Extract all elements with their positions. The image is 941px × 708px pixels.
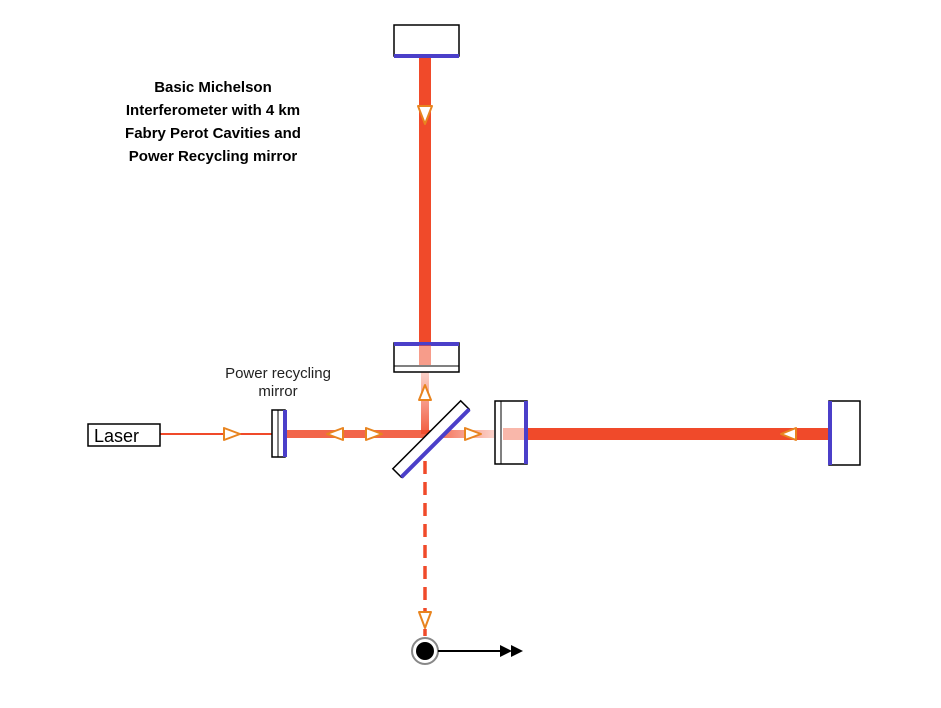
recycling-cavity-beam bbox=[286, 430, 426, 438]
arrow-recycle-right-icon bbox=[365, 427, 383, 441]
arrow-east-arm-left-icon bbox=[780, 427, 797, 441]
arrow-laser-right-icon bbox=[223, 427, 241, 441]
arrow-recycle-left-icon bbox=[326, 427, 344, 441]
east-arm-beam bbox=[526, 428, 829, 440]
pr-label-line-1: Power recycling bbox=[225, 365, 331, 382]
pr-label-line-2: mirror bbox=[258, 383, 298, 400]
arrow-north-arm-down-icon bbox=[417, 105, 433, 125]
north-arm-beam bbox=[419, 57, 431, 344]
title-line-2: Interferometer with 4 km bbox=[125, 102, 301, 119]
east-input-test-mass bbox=[494, 400, 528, 465]
east-end-test-mass bbox=[828, 400, 861, 466]
laser-label: Laser bbox=[94, 426, 139, 446]
bs-to-north-itm-beam bbox=[421, 372, 429, 434]
diagram-title: Basic Michelson Interferometer with 4 km… bbox=[88, 76, 338, 168]
power-recycling-mirror bbox=[271, 409, 287, 458]
signal-output-arrow-icon bbox=[438, 645, 523, 657]
title-line-4: Power Recycling mirror bbox=[128, 148, 298, 165]
arrow-output-down-icon bbox=[418, 611, 432, 629]
laser-box bbox=[87, 423, 161, 447]
photodetector-icon bbox=[411, 637, 439, 665]
arrow-bs-to-east-right-icon bbox=[464, 427, 482, 441]
title-line-3: Fabry Perot Cavities and bbox=[125, 125, 301, 142]
beam-splitter bbox=[391, 399, 471, 479]
bs-to-east-itm-beam bbox=[426, 430, 494, 438]
north-input-test-mass bbox=[393, 342, 460, 373]
power-recycling-mirror-label: Power recycling mirror bbox=[200, 365, 356, 401]
arrow-bs-to-north-up-icon bbox=[418, 384, 432, 401]
title-line-1: Basic Michelson bbox=[154, 79, 272, 96]
north-end-test-mass bbox=[393, 24, 460, 58]
